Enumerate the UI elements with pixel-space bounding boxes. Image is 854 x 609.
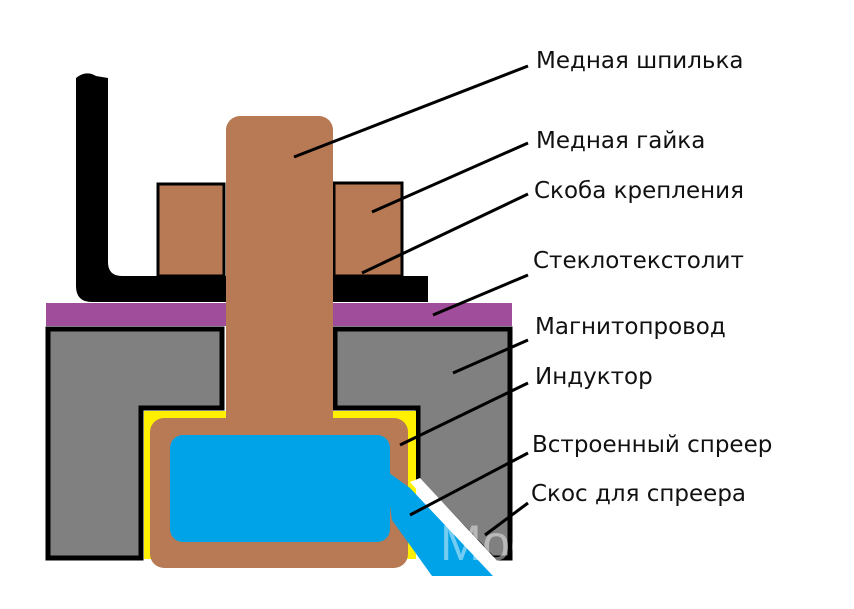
label-bracket: Скоба крепления — [534, 178, 744, 204]
label-bevel: Скос для спреера — [531, 481, 746, 507]
watermark: Мосиндуктор — [440, 515, 745, 571]
leader-bracket — [361, 192, 529, 275]
water-channel — [170, 435, 390, 542]
leader-textolite — [432, 273, 529, 317]
label-nut: Медная гайка — [536, 128, 705, 154]
leader-stud — [293, 64, 529, 159]
label-inductor: Индуктор — [535, 364, 653, 390]
leader-inductor — [399, 381, 529, 447]
label-stud: Медная шпилька — [536, 48, 743, 74]
leader-lines — [293, 64, 529, 537]
copper-nut-right — [332, 181, 404, 278]
label-textolite: Стеклотекстолит — [533, 248, 744, 274]
sprayer-jet — [385, 470, 493, 576]
copper-nut-left — [156, 182, 226, 278]
magnetic-core — [45, 326, 225, 561]
leader-core — [452, 338, 529, 375]
label-core: Магнитопровод — [535, 314, 726, 340]
leader-bevel — [484, 501, 529, 537]
leader-sprayer — [409, 451, 529, 517]
mounting-bracket — [76, 73, 428, 302]
leader-nut — [371, 141, 529, 214]
copper-stud — [226, 116, 333, 436]
label-sprayer: Встроенный спреер — [532, 432, 772, 458]
